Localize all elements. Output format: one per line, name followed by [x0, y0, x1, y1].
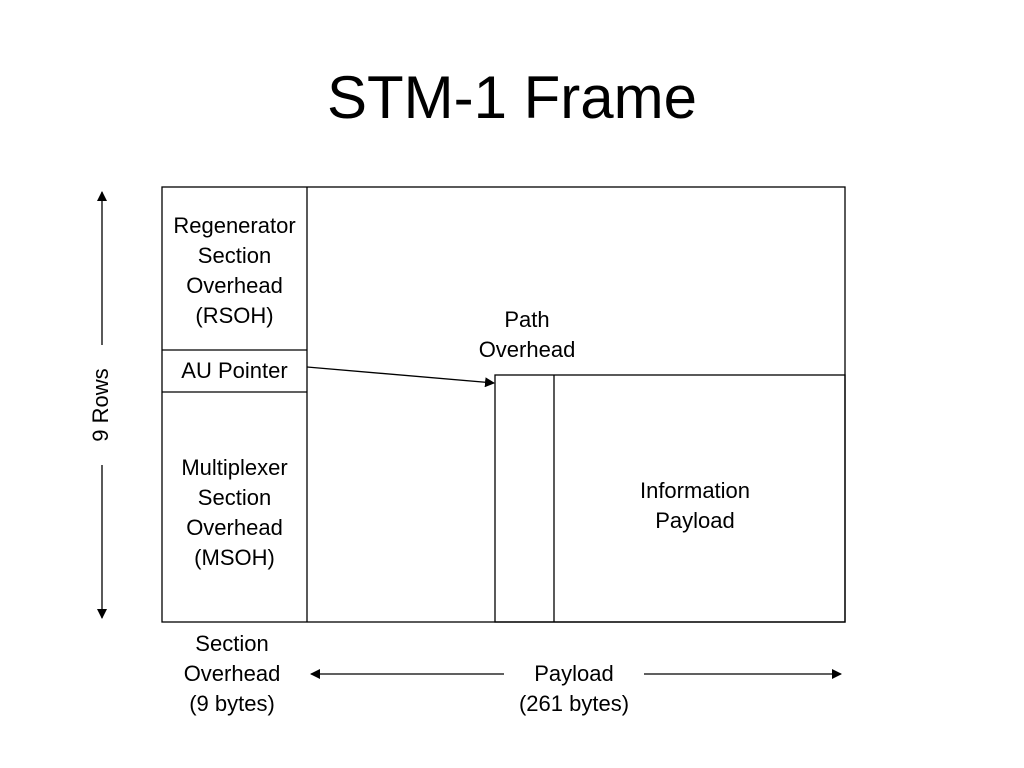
rsoh-label: Regenerator Section Overhead (RSOH)	[173, 213, 296, 328]
path-overhead-label: Path Overhead	[478, 307, 576, 362]
msoh-label: Multiplexer Section Overhead (MSOH)	[181, 455, 288, 570]
slide-title: STM-1 Frame	[326, 64, 698, 131]
payload-size-label: Payload (261 bytes)	[504, 659, 644, 719]
au-pointer-label: AU Pointer	[181, 358, 288, 383]
au-pointer-arrow	[306, 366, 495, 388]
information-payload-label: Information Payload	[639, 478, 751, 533]
rows-label: 9 Rows	[86, 345, 116, 465]
section-overhead-size-label: Section Overhead (9 bytes)	[183, 631, 281, 716]
virtual-container-box	[494, 374, 846, 623]
